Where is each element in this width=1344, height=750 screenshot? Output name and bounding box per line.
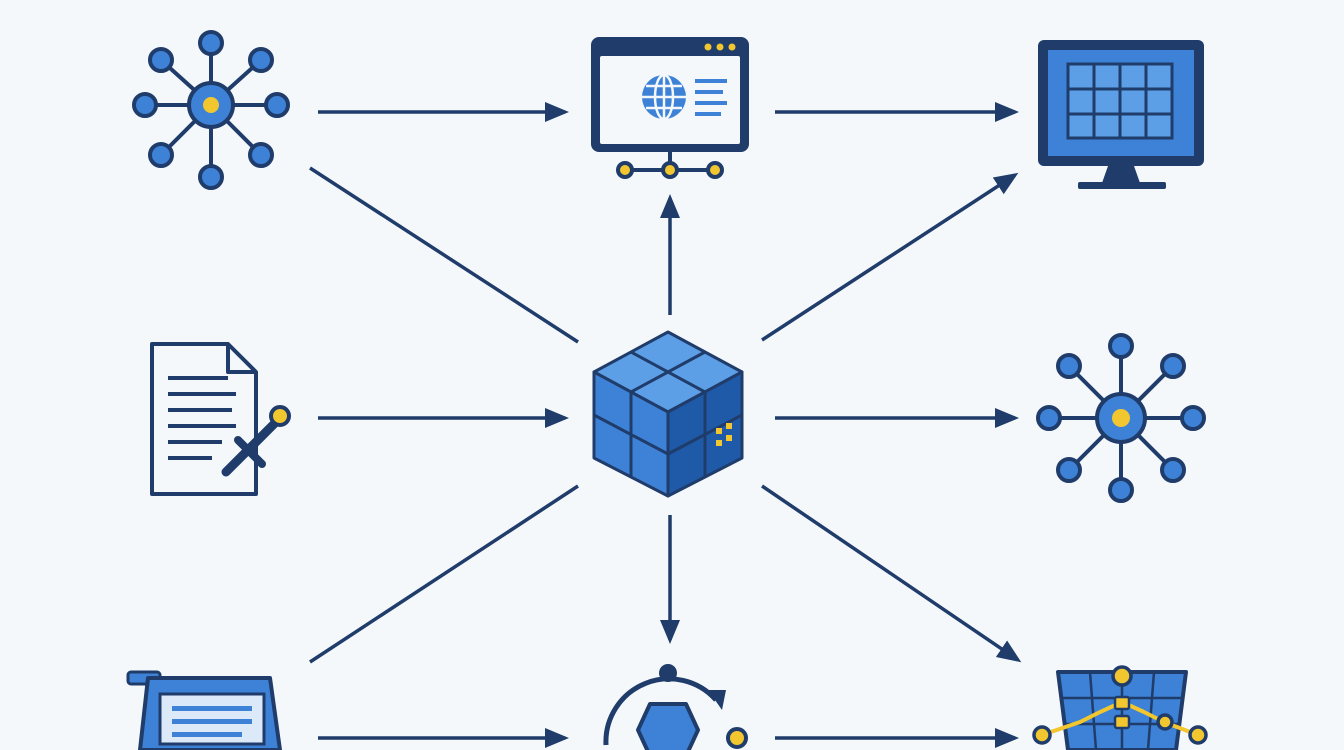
edges — [309, 102, 1022, 748]
sync-cycle-icon — [603, 664, 748, 750]
network-hub-icon — [132, 30, 290, 190]
pen-icon — [221, 405, 291, 477]
document-edit-icon — [150, 342, 291, 496]
web-browser-icon — [591, 37, 749, 179]
edge-form-to-cube — [309, 484, 579, 664]
globe-icon — [642, 73, 686, 121]
edge-hub-to-cube — [309, 166, 579, 344]
network-hub-right-icon — [1036, 333, 1206, 503]
edge-cube-to-dashboard — [761, 484, 1022, 663]
dashboard-panel-icon — [1032, 665, 1208, 750]
form-window-icon — [126, 670, 282, 750]
data-cube-icon — [592, 330, 744, 498]
monitor-icon — [1038, 40, 1204, 189]
edge-cube-to-monitor — [761, 172, 1019, 342]
